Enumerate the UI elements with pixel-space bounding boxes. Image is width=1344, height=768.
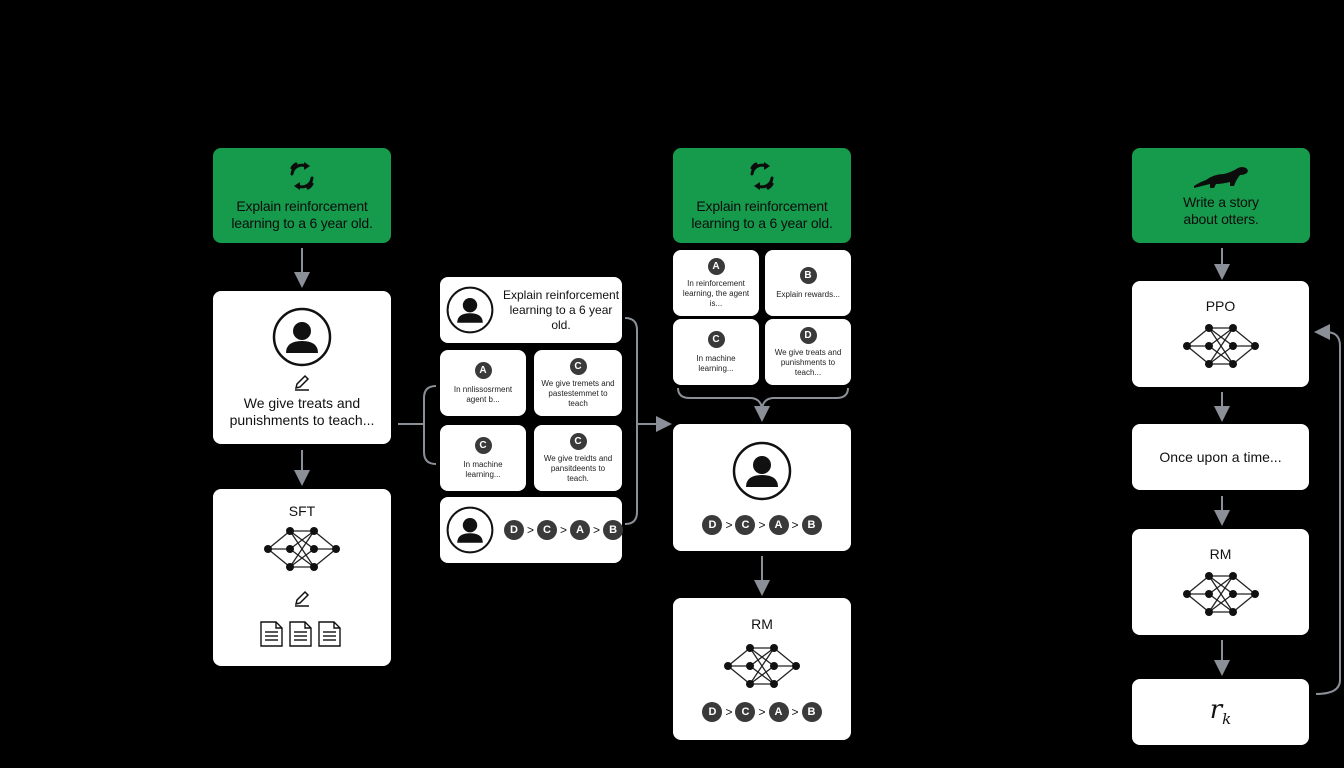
step3-output-text: Once upon a time...	[1159, 449, 1282, 465]
documents-icon	[260, 621, 341, 647]
otter-icon	[1194, 166, 1248, 188]
mid-output-c1: C We give tremets and pastestemmet to te…	[534, 350, 622, 416]
output-text: In reinforcement learning, the agent is.…	[682, 278, 750, 308]
reward-r: r	[1209, 695, 1223, 726]
step1-prompt-text: Explain reinforcement learning to a 6 ye…	[231, 197, 373, 231]
output-text: We give tremets and pastestemmet to teac…	[541, 378, 615, 408]
rank-badge: B	[603, 520, 624, 540]
badge-c: C	[474, 436, 492, 454]
step2-ranking: D> C> A> B	[702, 514, 822, 535]
bracket-outputs	[677, 387, 849, 409]
rank-badge: B	[801, 702, 822, 722]
rank-sep: >	[725, 705, 733, 719]
step1-sft-card: SFT	[213, 489, 391, 666]
mid-prompt-text: Explain reinforcement learning to a 6 ye…	[502, 287, 620, 332]
rank-sep: >	[791, 705, 799, 719]
person-icon	[272, 307, 332, 366]
rank-sep: >	[725, 517, 733, 532]
rank-badge: A	[768, 702, 789, 722]
badge-d: D	[799, 326, 817, 344]
rank-sep: >	[758, 705, 766, 719]
person-icon	[446, 286, 494, 334]
badge-a: A	[474, 361, 492, 379]
rank-sep: >	[791, 517, 799, 532]
rank-badge: A	[570, 520, 591, 540]
neural-network-icon	[1182, 572, 1259, 616]
reward-symbol: rk	[1210, 695, 1232, 728]
bracket-left	[398, 385, 437, 465]
step2-rm-card: RM D> C> A> B	[673, 598, 851, 740]
rm-ranking: D> C> A> B	[702, 702, 822, 722]
mid-ranking-card: D> C> A> B	[440, 497, 624, 563]
output-text: We give treidts and pansitdeents to teac…	[543, 453, 613, 483]
step3-prompt-text: Write a story about otters.	[1183, 193, 1259, 227]
rank-badge: B	[801, 514, 822, 535]
mid-output-c2: C In machine learning...	[440, 425, 526, 491]
cycle-icon	[290, 161, 314, 190]
rank-badge: C	[735, 702, 756, 722]
rm-label: RM	[751, 616, 773, 632]
output-text: In nnlissosrment agent b...	[453, 384, 513, 404]
neural-network-icon	[1182, 324, 1259, 368]
rank-badge: A	[768, 514, 789, 535]
badge-a: A	[707, 257, 725, 275]
step2-output-d: D We give treats and punishments to teac…	[765, 319, 851, 385]
person-icon	[732, 441, 792, 500]
step2-output-c: C In machine learning...	[673, 319, 759, 385]
rank-sep: >	[560, 523, 568, 537]
badge-c: C	[569, 357, 587, 375]
step3-reward-card: rk	[1132, 679, 1309, 745]
arrow-reward-feedback	[1314, 324, 1341, 695]
mid-output-a: A In nnlissosrment agent b...	[440, 350, 526, 416]
rank-badge: D	[504, 520, 524, 540]
badge-c: C	[569, 432, 587, 450]
sft-label: SFT	[288, 503, 316, 519]
output-text: We give treats and punishments to teach.…	[774, 347, 842, 377]
bracket-right	[624, 317, 638, 525]
step3-prompt-card: Write a story about otters.	[1132, 148, 1310, 243]
rm-label: RM	[1209, 546, 1232, 562]
person-icon	[446, 506, 494, 554]
step1-demo-text: We give treats and punishments to teach.…	[229, 394, 375, 428]
rank-badge: D	[702, 702, 723, 722]
pencil-icon	[294, 590, 310, 607]
rank-badge: C	[735, 514, 756, 535]
step2-output-b: B Explain rewards...	[765, 250, 851, 316]
neural-network-icon	[724, 644, 800, 688]
rank-badge: D	[702, 514, 723, 535]
step3-output-card: Once upon a time...	[1132, 424, 1309, 490]
pencil-icon	[294, 374, 310, 391]
rank-sep: >	[758, 517, 766, 532]
output-text: In machine learning...	[463, 459, 503, 479]
step2-ranking-card: D> C> A> B	[673, 424, 851, 551]
mid-ranking: D> C> A> B	[504, 520, 624, 540]
badge-c: C	[707, 330, 725, 348]
badge-b: B	[799, 266, 817, 284]
step2-prompt-text: Explain reinforcement learning to a 6 ye…	[691, 197, 833, 231]
step1-demo-card: We give treats and punishments to teach.…	[213, 291, 391, 444]
step2-prompt-card: Explain reinforcement learning to a 6 ye…	[673, 148, 851, 243]
neural-network-icon	[264, 527, 340, 571]
output-text: In machine learning...	[696, 353, 736, 373]
step3-ppo-card: PPO	[1132, 281, 1309, 387]
output-text: Explain rewards...	[776, 289, 840, 299]
cycle-icon	[750, 161, 774, 190]
rank-sep: >	[527, 523, 535, 537]
mid-prompt-card: Explain reinforcement learning to a 6 ye…	[440, 277, 622, 343]
step3-rm-card: RM	[1132, 529, 1309, 635]
ppo-label: PPO	[1205, 298, 1236, 314]
rank-badge: C	[537, 520, 558, 540]
rank-sep: >	[593, 523, 601, 537]
step1-prompt-card: Explain reinforcement learning to a 6 ye…	[213, 148, 391, 243]
mid-output-c3: C We give treidts and pansitdeents to te…	[534, 425, 622, 491]
reward-sub: k	[1222, 710, 1232, 729]
step2-output-a: A In reinforcement learning, the agent i…	[673, 250, 759, 316]
